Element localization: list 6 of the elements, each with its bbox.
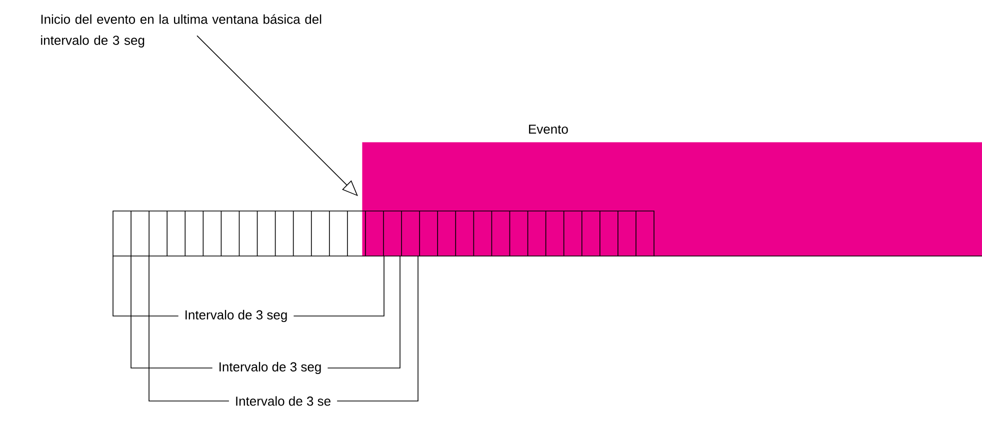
interval-label: Intervalo de 3 seg	[212, 360, 328, 376]
annotation-text: Inicio del evento en la ultima ventana básica del intervalo de 3 seg	[41, 14, 322, 48]
node-label: Evento	[529, 124, 568, 134]
event-bar: Evento	[362, 124, 982, 256]
interval-label: Intervalo de 3 seg	[178, 308, 294, 324]
interval-label: Intervalo de 3 se	[228, 395, 338, 407]
